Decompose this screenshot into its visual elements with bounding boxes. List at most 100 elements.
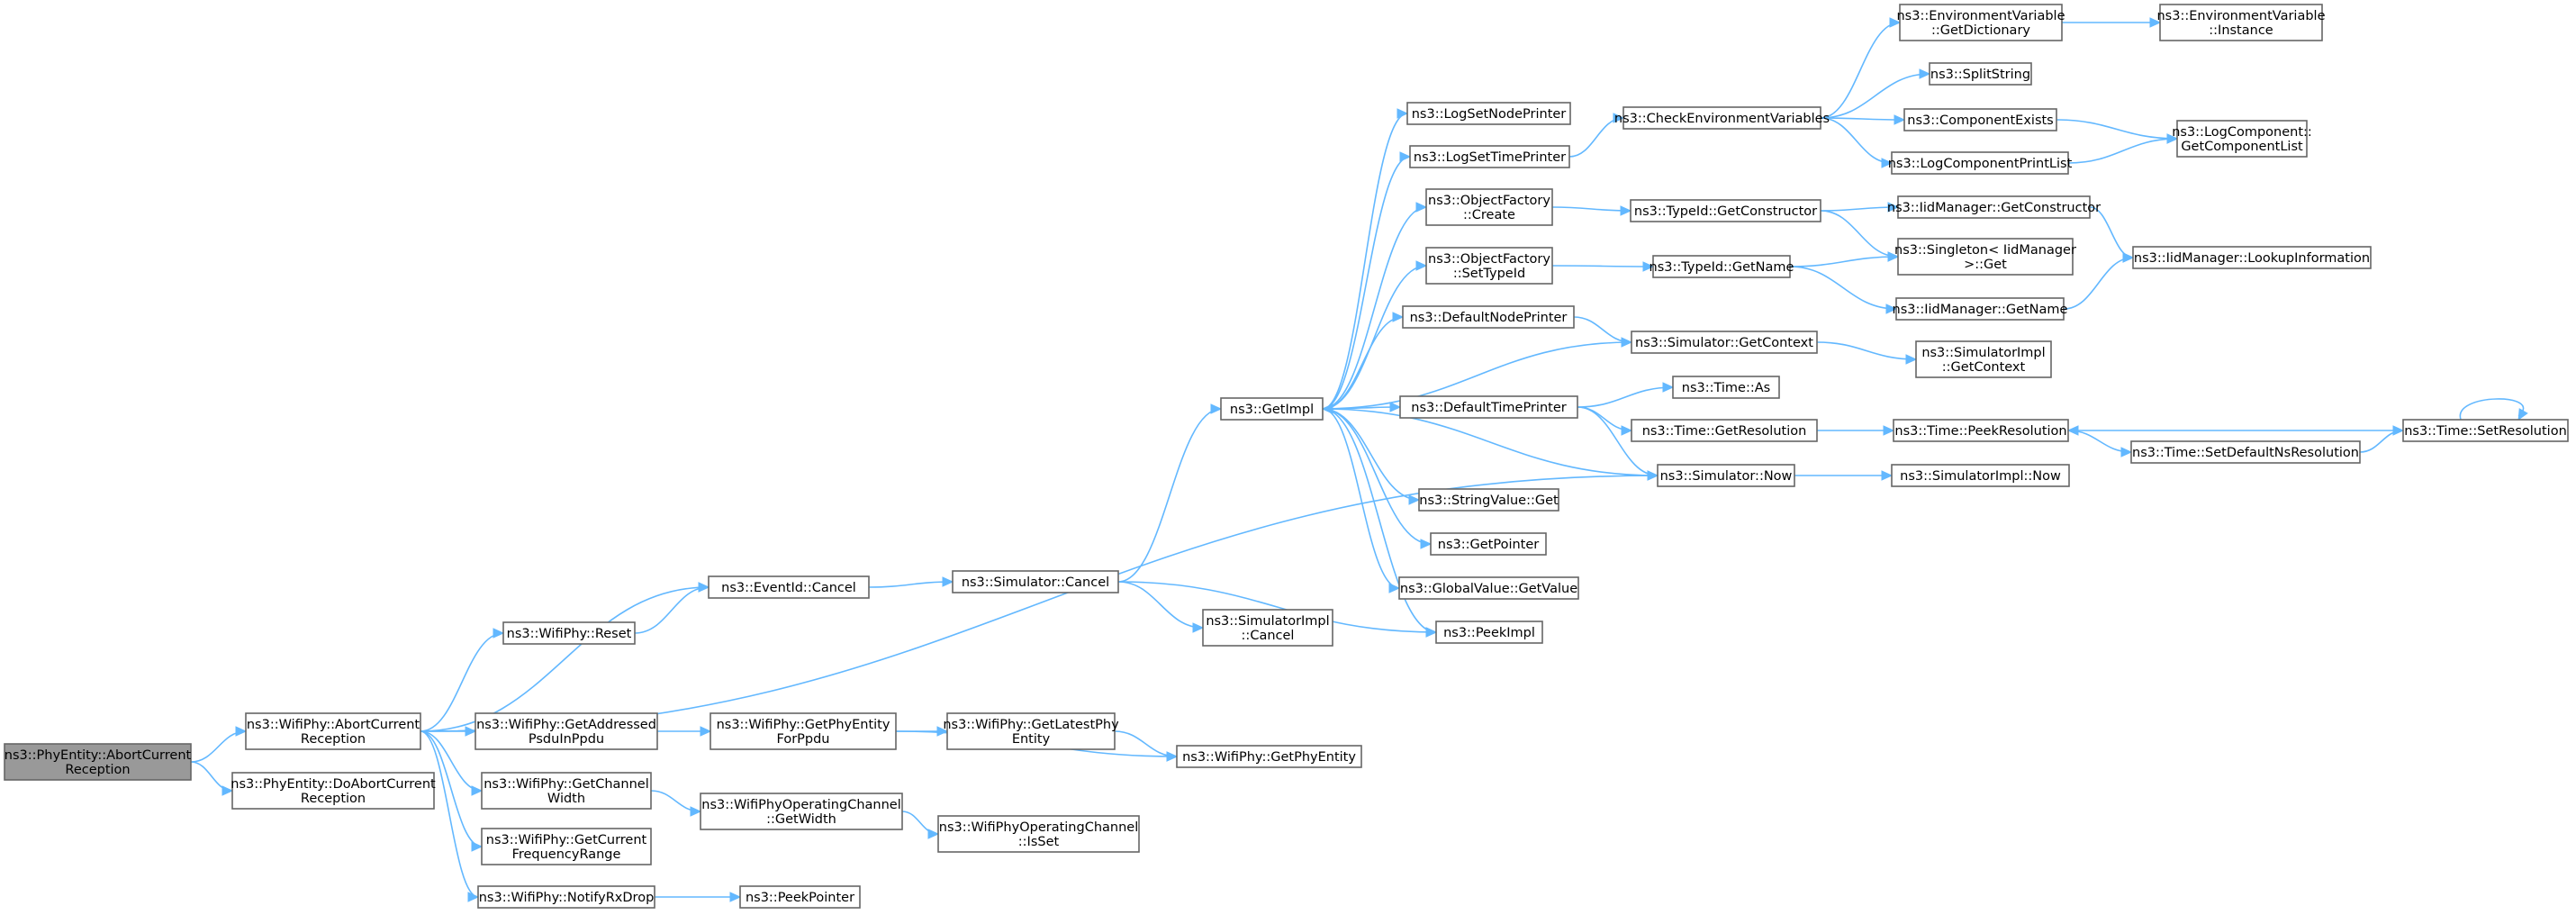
node-iidLookup[interactable]: ns3::IidManager::LookupInformation	[2132, 246, 2372, 269]
edge-getImpl-to-getPointer	[1322, 408, 1433, 549]
edge-arrowhead	[1887, 251, 1900, 262]
node-iidGetName[interactable]: ns3::IidManager::GetName	[1893, 297, 2068, 321]
node-timeSetRes[interactable]: ns3::Time::SetResolution	[2402, 419, 2569, 442]
node-wifiReset[interactable]: ns3::WifiPhy::Reset	[502, 621, 636, 645]
node-stringGet[interactable]: ns3::StringValue::Get	[1418, 488, 1559, 512]
node-label: Reception	[65, 763, 130, 777]
edge-line	[190, 730, 247, 763]
node-simNow[interactable]: ns3::Simulator::Now	[1657, 464, 1795, 487]
node-singletonGet[interactable]: ns3::Singleton< IidManager >::Get	[1894, 238, 2076, 276]
node-typeIdGetCtor[interactable]: ns3::TypeId::GetConstructor	[1630, 199, 1821, 222]
node-globalGetValue[interactable]: ns3::GlobalValue::GetValue	[1398, 576, 1579, 600]
node-opChanGetWidth[interactable]: ns3::WifiPhyOperatingChannel::GetWidth	[700, 793, 903, 830]
node-box	[952, 570, 1119, 593]
node-defTimePrinter[interactable]: ns3::DefaultTimePrinter	[1399, 395, 1578, 419]
node-label: ns3::ComponentExists	[1907, 113, 2054, 128]
node-defNodePrinter[interactable]: ns3::DefaultNodePrinter	[1402, 305, 1575, 329]
node-logCompGetList[interactable]: ns3::LogComponent::GetComponentList	[2172, 120, 2312, 158]
edge-timeGetRes-to-timePeekRes	[1817, 425, 1895, 436]
node-logCompPrintList[interactable]: ns3::LogComponentPrintList	[1888, 151, 2073, 175]
node-opChanIsSet[interactable]: ns3::WifiPhyOperatingChannel::IsSet	[937, 815, 1140, 853]
node-peekImpl[interactable]: ns3::PeekImpl	[1435, 621, 1543, 644]
node-logNodePrinter[interactable]: ns3::LogSetNodePrinter	[1406, 102, 1571, 125]
edge-arrowhead	[1642, 261, 1655, 272]
node-logTimePrinter[interactable]: ns3::LogSetTimePrinter	[1409, 145, 1570, 168]
node-getPhyEntity[interactable]: ns3::WifiPhy::GetPhyEntity	[1176, 745, 1362, 768]
edge-arrowhead	[1885, 303, 1898, 314]
node-label: ns3::EnvironmentVariable	[1896, 9, 2065, 23]
node-box	[1399, 395, 1578, 419]
edge-line	[1322, 408, 1420, 501]
edge-line	[1322, 316, 1404, 410]
edge-arrowhead	[2149, 17, 2162, 28]
edge-arrowhead	[1210, 403, 1223, 414]
node-box	[477, 885, 655, 909]
edge-arrowhead	[2517, 408, 2528, 421]
edge-defTimePrinter-to-timeAs	[1577, 382, 1675, 408]
edge-arrowhead	[1166, 751, 1179, 762]
node-timeAs[interactable]: ns3::Time::As	[1672, 376, 1780, 399]
node-getImpl[interactable]: ns3::GetImpl	[1220, 397, 1324, 421]
edge-getImpl-to-ofCreate	[1322, 202, 1428, 410]
node-envInstance[interactable]: ns3::EnvironmentVariable::Instance	[2156, 4, 2326, 41]
node-label: ns3::WifiPhy::Reset	[507, 627, 632, 641]
edge-logTimePrinter-to-checkEnv	[1568, 113, 1625, 158]
node-label: ns3::PeekPointer	[746, 891, 854, 905]
node-peekPointer[interactable]: ns3::PeekPointer	[739, 885, 861, 909]
node-ofCreate[interactable]: ns3::ObjectFactory::Create	[1425, 188, 1553, 226]
node-box	[1897, 238, 2074, 276]
edge-line	[1322, 156, 1411, 410]
node-timeSetDefNsRes[interactable]: ns3::Time::SetDefaultNsResolution	[2130, 440, 2361, 464]
edge-typeIdGetCtor-to-iidGetCtor	[1820, 202, 1900, 213]
node-box	[1220, 397, 1324, 421]
edge-checkEnv-to-logCompPrintList	[1820, 117, 1894, 168]
edge-line	[420, 632, 504, 732]
node-label: ns3::WifiPhy::NotifyRxDrop	[479, 891, 655, 905]
node-box	[1425, 188, 1553, 226]
node-box	[2402, 419, 2569, 442]
node-simImplCancel[interactable]: ns3::SimulatorImpl::Cancel	[1202, 609, 1333, 647]
node-label: ns3::DefaultTimePrinter	[1411, 401, 1566, 415]
node-checkEnv[interactable]: ns3::CheckEnvironmentVariables	[1614, 106, 1830, 130]
node-simImplNow[interactable]: ns3::SimulatorImpl::Now	[1891, 464, 2070, 487]
node-box	[1657, 464, 1795, 487]
node-notifyRxDrop[interactable]: ns3::WifiPhy::NotifyRxDrop	[477, 885, 655, 909]
node-label: ns3::GetImpl	[1230, 403, 1314, 417]
edge-arrowhead	[700, 726, 712, 737]
edge-line	[1820, 117, 1893, 164]
node-iidGetCtor[interactable]: ns3::IidManager::GetConstructor	[1887, 195, 2101, 219]
edge-line	[1322, 341, 1632, 410]
node-envGetDict[interactable]: ns3::EnvironmentVariable::GetDictionary	[1896, 4, 2065, 41]
node-label: ns3::SimulatorImpl	[1206, 614, 1329, 629]
edge-typeIdGetName-to-iidGetName	[1789, 266, 1898, 314]
edge-arrowhead	[1919, 68, 1931, 79]
edge-typeIdGetCtor-to-singletonGet	[1820, 210, 1900, 262]
node-simImplGetContext[interactable]: ns3::SimulatorImpl::GetContext	[1915, 340, 2052, 378]
node-getPointer[interactable]: ns3::GetPointer	[1430, 532, 1547, 556]
node-typeIdGetName[interactable]: ns3::TypeId::GetName	[1650, 255, 1794, 278]
node-label: ns3::Time::GetResolution	[1642, 424, 1807, 439]
node-label: ns3::WifiPhy::GetCurrent	[486, 833, 647, 847]
node-simCancel[interactable]: ns3::Simulator::Cancel	[952, 570, 1119, 593]
node-splitString[interactable]: ns3::SplitString	[1929, 62, 2032, 86]
edge-line	[1322, 408, 1659, 476]
edge-arrowhead	[465, 726, 477, 737]
node-simGetContext[interactable]: ns3::Simulator::GetContext	[1631, 331, 1818, 354]
node-timePeekRes[interactable]: ns3::Time::PeekResolution	[1893, 419, 2069, 442]
node-label: ns3::EnvironmentVariable	[2156, 9, 2325, 23]
edge-arrowhead	[1894, 114, 1906, 125]
node-eventCancel[interactable]: ns3::EventId::Cancel	[708, 575, 870, 599]
edge-line	[1322, 408, 1437, 633]
node-box	[1899, 4, 2063, 41]
node-compExists[interactable]: ns3::ComponentExists	[1903, 108, 2057, 131]
edge-simCancel-to-getImpl	[1117, 403, 1223, 583]
node-timeGetRes[interactable]: ns3::Time::GetResolution	[1631, 419, 1818, 442]
node-ofSetTypeId[interactable]: ns3::ObjectFactory::SetTypeId	[1425, 247, 1553, 285]
